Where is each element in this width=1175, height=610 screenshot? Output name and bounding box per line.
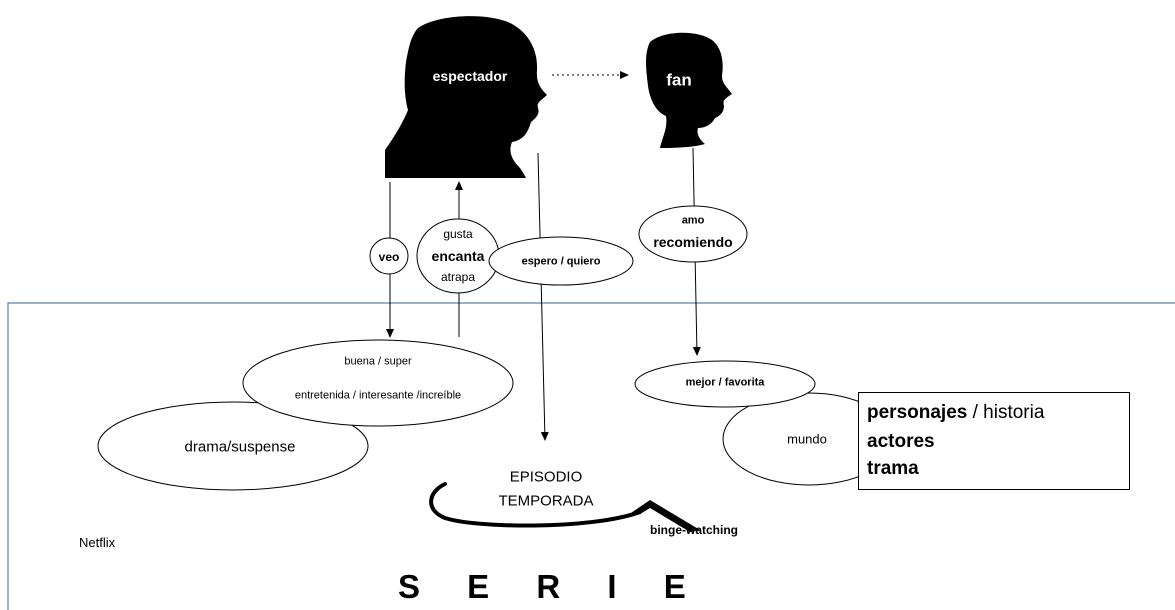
serie-title: S E R I E — [398, 568, 686, 605]
recomiendo-label: recomiendo — [653, 234, 733, 250]
episodio-label: EPISODIO — [509, 468, 583, 486]
binge-loop-arc — [429, 482, 642, 528]
historia-label: / historia — [967, 402, 1045, 423]
personajes-line: personajes / historia — [867, 403, 1044, 422]
espero-bubble — [488, 236, 634, 286]
viewer-silhouette-icon — [385, 16, 547, 178]
mejor-ellipse — [634, 360, 816, 408]
genre-ellipse — [97, 401, 369, 491]
mundo-label: mundo — [787, 431, 827, 447]
veo-bubble — [369, 237, 409, 275]
story-elements-box: personajes / historia actores trama — [858, 392, 1130, 490]
amo-label: amo — [681, 214, 705, 227]
personajes-label: personajes — [867, 402, 968, 423]
mejor-label: mejor / favorita — [685, 376, 765, 389]
trama-label: trama — [867, 458, 919, 479]
temporada-label: TEMPORADA — [498, 492, 594, 510]
encanta-label: encanta — [431, 248, 485, 264]
genre-label: drama/suspense — [184, 438, 296, 456]
qualities-line2: entretenida / interesante /increíble — [294, 389, 462, 402]
actores-label: actores — [867, 431, 935, 452]
gusta-label: gusta — [443, 227, 473, 241]
atrapa-label: atrapa — [440, 270, 476, 284]
amo-bubble — [638, 205, 748, 263]
veo-label: veo — [378, 250, 400, 264]
serie-frame — [7, 302, 1175, 610]
espero-arrow — [537, 152, 549, 441]
fan-silhouette-icon — [646, 32, 732, 148]
qualities-line1: buena / super — [344, 355, 412, 368]
platform-label: Netflix — [79, 535, 116, 550]
espero-label: espero / quiero — [521, 255, 601, 268]
qualities-ellipse — [242, 339, 514, 427]
binge-watching-label: binge-watching — [650, 523, 738, 537]
fan-label: fan — [666, 70, 692, 90]
binge-loop-head — [628, 500, 700, 532]
viewer-label: espectador — [432, 68, 508, 84]
